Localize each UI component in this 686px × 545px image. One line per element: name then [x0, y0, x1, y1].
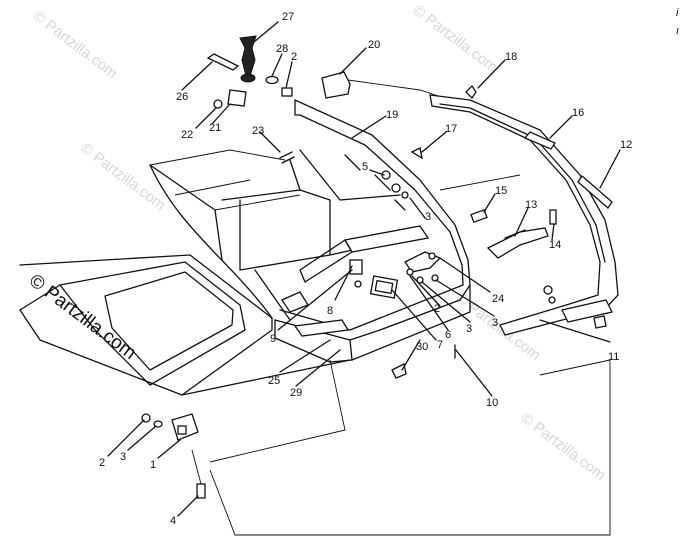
callout-14: 14 — [549, 239, 561, 251]
callout-13: 13 — [525, 199, 537, 211]
callout-25: 25 — [268, 375, 280, 387]
callout-28: 28 — [276, 43, 288, 55]
nut-22 — [213, 99, 223, 109]
callout-23: 23 — [252, 125, 264, 137]
latch-7 — [369, 275, 399, 299]
bolt-4 — [191, 449, 206, 499]
bumper-fasteners — [543, 285, 607, 329]
callout-7: 7 — [437, 339, 443, 351]
watermark-top-right: © Partzilla.com — [410, 2, 501, 76]
plate-21 — [227, 89, 247, 107]
watermark-top-left: © Partzilla.com — [30, 8, 121, 82]
callout-3-bottom: 3 — [120, 451, 126, 463]
callout-2-bottom: 2 — [99, 457, 105, 469]
callout-21: 21 — [209, 122, 221, 134]
hardware-5-3 — [381, 170, 409, 199]
screw-30 — [391, 363, 407, 379]
callout-16: 16 — [572, 107, 584, 119]
screw-14 — [549, 209, 557, 225]
callout-1: 1 — [150, 459, 156, 471]
fastener-18 — [465, 84, 477, 100]
trim-strip-16 — [523, 131, 556, 150]
corner-mark-2: ı — [676, 25, 679, 37]
callout-3-mid-b: 3 — [466, 323, 472, 335]
trim-strip-12 — [577, 175, 613, 209]
callout-labels: 27 28 2 20 26 22 21 23 19 18 16 17 12 5 … — [99, 11, 632, 527]
callout-24: 24 — [492, 293, 504, 305]
bolt-26 — [206, 53, 240, 71]
callout-30: 30 — [416, 341, 428, 353]
side-body-panel — [19, 164, 351, 396]
callout-3-mid: 3 — [425, 211, 431, 223]
callout-27: 27 — [282, 11, 294, 23]
nut-2-top — [281, 87, 293, 97]
callout-29: 29 — [290, 387, 302, 399]
bracket-20 — [321, 71, 351, 99]
callout-15: 15 — [495, 185, 507, 197]
callout-17: 17 — [445, 123, 457, 135]
callout-2-top: 2 — [291, 51, 297, 63]
callout-12: 12 — [620, 139, 632, 151]
watermark-mid-left: © Partzilla.com — [78, 140, 169, 214]
watermark-main: © Partzilla.com — [25, 270, 140, 364]
callout-4: 4 — [170, 515, 176, 527]
bracket-13 — [486, 227, 549, 259]
strip-25 — [293, 319, 350, 337]
callout-11: 11 — [608, 351, 619, 363]
callout-10: 10 — [486, 397, 498, 409]
bracket-8-9 — [349, 259, 363, 288]
rear-panel-19 — [274, 99, 471, 363]
callout-19: 19 — [386, 109, 398, 121]
bracket-1 — [171, 413, 199, 441]
fastener-15 — [470, 209, 488, 223]
callout-8: 8 — [327, 305, 333, 317]
watermark-bottom-right: © Partzilla.com — [518, 410, 609, 484]
callout-2-mid: 2 — [434, 303, 440, 315]
callout-18: 18 — [505, 51, 517, 63]
clip-23 — [279, 151, 295, 164]
callout-26: 26 — [176, 91, 188, 103]
callout-5: 5 — [362, 161, 368, 173]
callout-20: 20 — [368, 39, 380, 51]
clip-17 — [410, 147, 423, 160]
callout-9: 9 — [270, 333, 276, 345]
leader-lines — [107, 21, 621, 517]
corner-mark-1: i — [676, 7, 679, 19]
callout-3-right: 3 — [492, 317, 498, 329]
callout-22: 22 — [181, 129, 193, 141]
washer-28 — [265, 75, 279, 85]
cross-brace — [281, 225, 430, 313]
callout-6: 6 — [445, 329, 451, 341]
hardware-6-3 — [406, 268, 439, 284]
handle-27 — [239, 35, 257, 83]
body-outline — [149, 79, 611, 536]
